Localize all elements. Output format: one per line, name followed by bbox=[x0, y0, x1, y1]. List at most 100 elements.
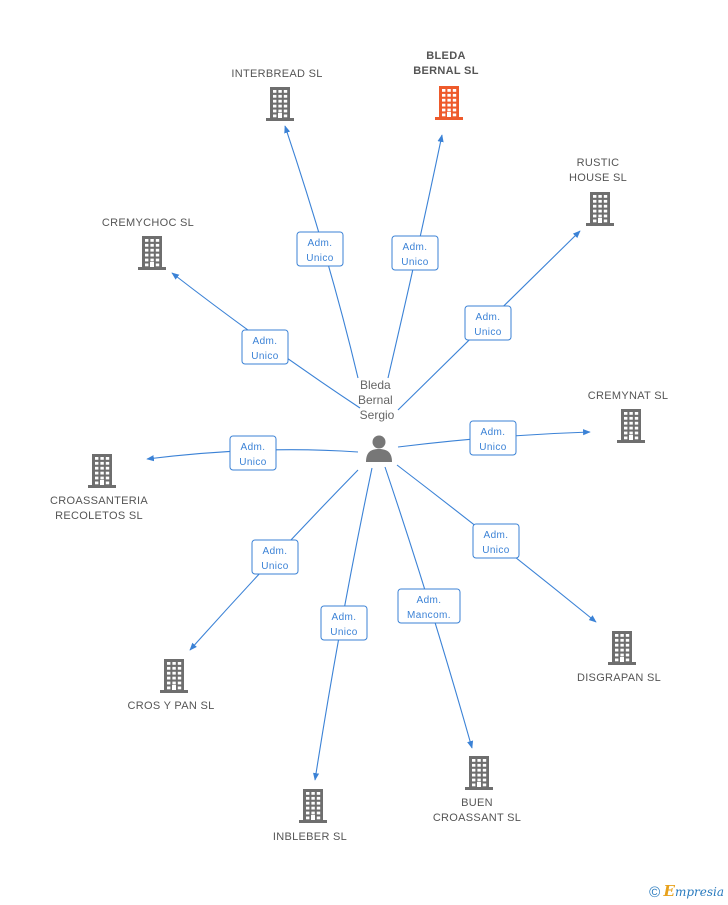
person-icon bbox=[366, 435, 392, 462]
role-text-line: Unico bbox=[306, 253, 334, 264]
role-text-line: Unico bbox=[251, 351, 279, 362]
role-badge-box bbox=[391, 235, 439, 271]
person-node[interactable]: Bleda Bernal Sergio bbox=[358, 378, 396, 462]
company-node-rustic-house[interactable]: RUSTIC HOUSE SL bbox=[569, 157, 627, 226]
company-node-interbread[interactable]: INTERBREAD SL bbox=[231, 68, 322, 121]
role-text: Adm. Unico bbox=[401, 242, 429, 268]
role-text: Adm. Unico bbox=[251, 336, 279, 362]
company-name-line: BERNAL SL bbox=[413, 65, 478, 77]
role-text: Adm. Unico bbox=[482, 530, 510, 556]
role-badge-interbread[interactable]: Adm. Unico bbox=[296, 231, 344, 267]
company-node-disgrapan[interactable]: DISGRAPAN SL bbox=[577, 631, 661, 684]
role-badge-buen-croassant[interactable]: Adm. Mancom. bbox=[397, 588, 461, 624]
role-text-line: Adm. bbox=[253, 336, 278, 347]
company-name-line: INBLEBER SL bbox=[273, 831, 347, 843]
building-icon bbox=[608, 631, 636, 665]
role-text-line: Mancom. bbox=[407, 610, 451, 621]
company-name-line: BLEDA bbox=[426, 50, 465, 62]
role-badge-box bbox=[464, 305, 512, 341]
company-node-bleda-bernal[interactable]: BLEDA BERNAL SL bbox=[413, 50, 478, 120]
role-badge-box bbox=[241, 329, 289, 365]
role-text-line: Unico bbox=[482, 545, 510, 556]
company-name-line: BUEN bbox=[461, 797, 493, 809]
role-text-line: Adm. bbox=[263, 546, 288, 557]
role-text-line: Unico bbox=[239, 457, 267, 468]
role-badge-box bbox=[397, 588, 461, 624]
role-badge-box bbox=[296, 231, 344, 267]
role-badge-box bbox=[472, 523, 520, 559]
role-text: Adm. Unico bbox=[330, 612, 358, 638]
company-name: DISGRAPAN SL bbox=[577, 672, 661, 684]
role-badge-cremynat[interactable]: Adm. Unico bbox=[469, 420, 517, 456]
role-text-line: Adm. bbox=[481, 427, 506, 438]
company-name: INBLEBER SL bbox=[273, 831, 347, 843]
company-name: CREMYNAT SL bbox=[588, 390, 669, 402]
brand-logo-letter: E bbox=[663, 882, 675, 900]
company-name-line: CREMYCHOC SL bbox=[102, 217, 194, 229]
role-badge-cros-y-pan[interactable]: Adm. Unico bbox=[251, 539, 299, 575]
building-icon bbox=[160, 659, 188, 693]
role-text-line: Unico bbox=[261, 561, 289, 572]
building-icon bbox=[617, 409, 645, 443]
building-icon bbox=[435, 86, 463, 120]
company-name: CROS Y PAN SL bbox=[127, 700, 214, 712]
role-text: Adm. Unico bbox=[239, 442, 267, 468]
company-name: CREMYCHOC SL bbox=[102, 217, 194, 229]
role-text-line: Unico bbox=[401, 257, 429, 268]
company-node-inbleber[interactable]: INBLEBER SL bbox=[273, 789, 347, 843]
role-text: Adm. Unico bbox=[261, 546, 289, 572]
role-text-line: Adm. bbox=[417, 595, 442, 606]
role-text: Adm. Mancom. bbox=[407, 595, 451, 621]
role-badge-rustic-house[interactable]: Adm. Unico bbox=[464, 305, 512, 341]
person-name-line: Bernal bbox=[358, 393, 393, 407]
company-name-line: RECOLETOS SL bbox=[55, 510, 143, 522]
role-text-line: Adm. bbox=[332, 612, 357, 623]
company-name-line: CREMYNAT SL bbox=[588, 390, 669, 402]
empresia-watermark: © Empresia bbox=[649, 882, 724, 901]
role-text-line: Adm. bbox=[308, 238, 333, 249]
role-badge-bleda-bernal[interactable]: Adm. Unico bbox=[391, 235, 439, 271]
role-badge-box bbox=[320, 605, 368, 641]
person-name-line: Bleda bbox=[360, 378, 391, 392]
role-text-line: Unico bbox=[479, 442, 507, 453]
role-badge-disgrapan[interactable]: Adm. Unico bbox=[472, 523, 520, 559]
role-badge-croassanteria[interactable]: Adm. Unico bbox=[229, 435, 277, 471]
copyright-symbol: © bbox=[649, 884, 661, 901]
role-text-line: Unico bbox=[474, 327, 502, 338]
person-name: Bleda Bernal Sergio bbox=[358, 378, 396, 422]
role-badge-box bbox=[251, 539, 299, 575]
role-badge-box bbox=[469, 420, 517, 456]
role-text-line: Adm. bbox=[241, 442, 266, 453]
role-badge-box bbox=[229, 435, 277, 471]
brand-name: mpresia bbox=[674, 885, 724, 899]
company-name-line: RUSTIC bbox=[577, 157, 620, 169]
building-icon bbox=[88, 454, 116, 488]
role-text-line: Unico bbox=[330, 627, 358, 638]
building-icon bbox=[465, 756, 493, 790]
building-icon bbox=[299, 789, 327, 823]
role-badge-inbleber[interactable]: Adm. Unico bbox=[320, 605, 368, 641]
company-name: BLEDA BERNAL SL bbox=[413, 50, 478, 77]
building-icon bbox=[586, 192, 614, 226]
company-name: INTERBREAD SL bbox=[231, 68, 322, 80]
company-node-croassanteria[interactable]: CROASSANTERIA RECOLETOS SL bbox=[50, 454, 148, 522]
company-name-line: DISGRAPAN SL bbox=[577, 672, 661, 684]
company-name-line: INTERBREAD SL bbox=[231, 68, 322, 80]
role-text-line: Adm. bbox=[484, 530, 509, 541]
company-name: CROASSANTERIA RECOLETOS SL bbox=[50, 495, 148, 522]
company-name-line: HOUSE SL bbox=[569, 172, 627, 184]
building-icon bbox=[138, 236, 166, 270]
company-name-line: CROASSANTERIA bbox=[50, 495, 148, 507]
company-node-cremynat[interactable]: CREMYNAT SL bbox=[588, 390, 669, 443]
company-node-cremychoc[interactable]: CREMYCHOC SL bbox=[102, 217, 194, 270]
company-node-cros-y-pan[interactable]: CROS Y PAN SL bbox=[127, 659, 214, 712]
role-badge-cremychoc[interactable]: Adm. Unico bbox=[241, 329, 289, 365]
role-text: Adm. Unico bbox=[474, 312, 502, 338]
company-name: RUSTIC HOUSE SL bbox=[569, 157, 627, 184]
role-text-line: Adm. bbox=[403, 242, 428, 253]
role-text-line: Adm. bbox=[476, 312, 501, 323]
role-text: Adm. Unico bbox=[306, 238, 334, 264]
